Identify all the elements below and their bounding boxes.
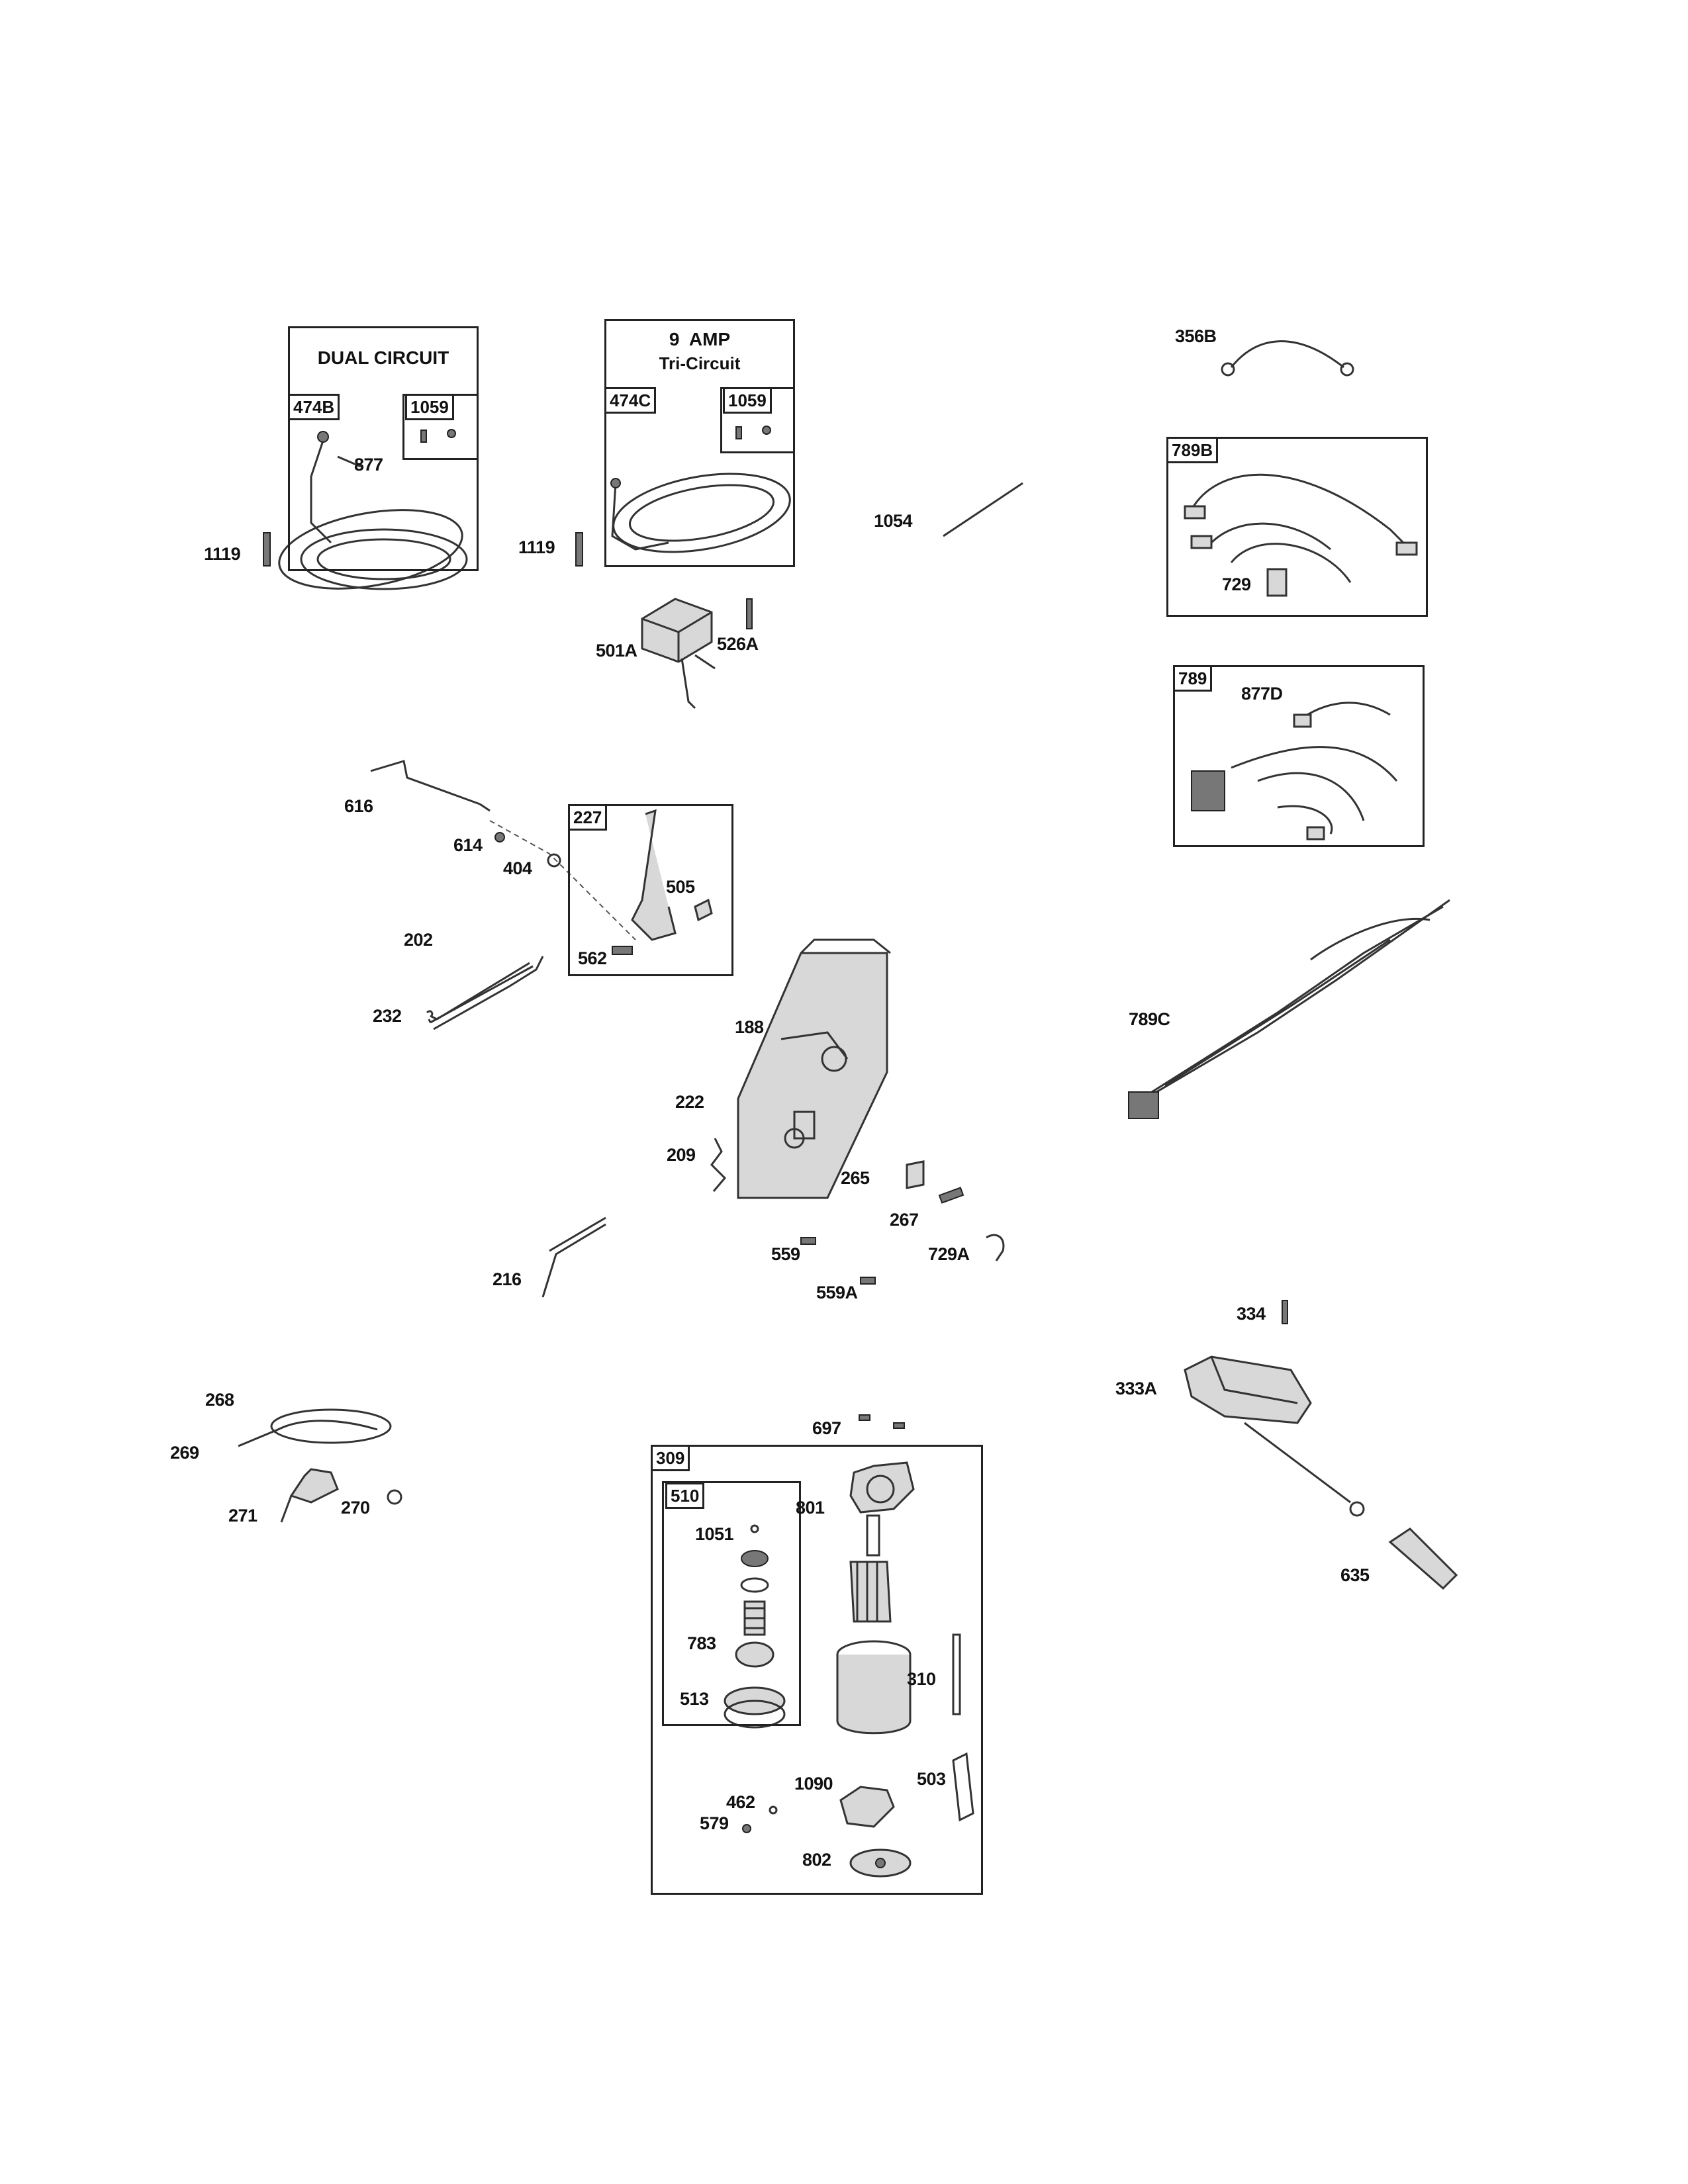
clip-265-drawing [906, 1160, 925, 1189]
label-635: 635 [1340, 1565, 1370, 1585]
stator-dual-circuit-drawing [278, 431, 468, 590]
screw-559-drawing [800, 1237, 816, 1245]
label-222: 222 [675, 1092, 704, 1112]
screw-559a-drawing [860, 1277, 876, 1285]
label-526a: 526A [717, 634, 759, 654]
spark-plug-boot-635-drawing [1388, 1527, 1458, 1590]
cable-268-drawing [238, 1420, 378, 1447]
regulator-501a-drawing [641, 598, 753, 709]
harness-789c-drawing [1128, 899, 1450, 1119]
label-562: 562 [578, 948, 607, 968]
tag-789: 789 [1173, 665, 1213, 692]
label-270: 270 [341, 1498, 370, 1518]
label-232: 232 [373, 1006, 402, 1026]
box-309 [651, 1445, 983, 1895]
label-616: 616 [344, 796, 373, 816]
harness-789-drawing [1191, 702, 1398, 841]
stator-tri-circuit-drawing [610, 473, 791, 553]
tag-1059-b: 1059 [723, 387, 772, 414]
label-559a: 559A [816, 1283, 858, 1302]
label-1119-b: 1119 [518, 537, 555, 557]
label-802: 802 [802, 1850, 831, 1870]
dual-circuit-title: DUAL CIRCUIT [317, 347, 449, 368]
label-877: 877 [354, 455, 383, 475]
lever-227-drawing [612, 809, 713, 955]
label-404: 404 [503, 858, 532, 878]
box-789 [1173, 665, 1425, 847]
box-510 [662, 1481, 801, 1726]
cable-tie-1054-drawing [943, 482, 1023, 537]
label-267: 267 [890, 1210, 919, 1230]
label-877d: 877D [1241, 684, 1283, 704]
label-462: 462 [726, 1792, 755, 1812]
label-789c: 789C [1129, 1009, 1170, 1029]
label-559: 559 [771, 1244, 800, 1264]
tag-510: 510 [665, 1482, 705, 1509]
tri-circuit-title-line1: 9 AMP [669, 329, 731, 349]
label-801: 801 [796, 1498, 825, 1518]
label-783: 783 [687, 1633, 716, 1653]
label-202: 202 [404, 930, 433, 950]
label-729: 729 [1222, 574, 1251, 594]
box-789b [1166, 437, 1428, 617]
label-216: 216 [492, 1269, 522, 1289]
label-505: 505 [666, 877, 695, 897]
label-729a: 729A [928, 1244, 970, 1264]
screw-334-drawing [1282, 1300, 1288, 1324]
screw-1059-drawing-a [420, 429, 456, 443]
rod-202-drawing [433, 956, 544, 1030]
link-216-drawing [541, 1223, 606, 1298]
label-356b: 356B [1175, 326, 1217, 346]
tri-circuit-title-line2: Tri-Circuit [659, 353, 741, 373]
lever-271-drawing [289, 1468, 339, 1504]
terminal-729a-drawing [986, 1234, 1005, 1261]
label-268: 268 [205, 1390, 234, 1410]
label-1051: 1051 [695, 1524, 734, 1544]
label-503: 503 [917, 1769, 946, 1789]
spring-209-drawing [710, 1138, 727, 1192]
screw-1119-drawing-b [575, 532, 583, 567]
nut-270-drawing [387, 1489, 402, 1505]
tag-474c: 474C [604, 387, 657, 414]
label-310: 310 [907, 1669, 936, 1689]
tag-789b: 789B [1166, 437, 1219, 463]
tag-1059-a: 1059 [405, 394, 454, 420]
screw-697-drawing [859, 1414, 870, 1421]
screw-1119-drawing-a [263, 532, 271, 567]
ground-wire-356b-drawing [1230, 340, 1344, 369]
linkage-616-drawing [370, 760, 636, 940]
label-333a: 333A [1115, 1379, 1157, 1398]
label-501a: 501A [596, 641, 637, 660]
label-188: 188 [735, 1017, 764, 1037]
harness-789b-drawing [1184, 473, 1418, 597]
label-271: 271 [228, 1506, 258, 1525]
label-579: 579 [700, 1813, 729, 1833]
label-697: 697 [812, 1418, 841, 1438]
armature-333a-drawing [1184, 1355, 1365, 1517]
label-334: 334 [1237, 1304, 1266, 1324]
screw-267-drawing [938, 1187, 964, 1204]
label-1090: 1090 [794, 1774, 833, 1794]
label-209: 209 [667, 1145, 696, 1165]
box-227 [568, 804, 733, 976]
starter-motor-drawing [742, 1461, 974, 1878]
label-1119-a: 1119 [204, 544, 241, 564]
label-269: 269 [170, 1443, 199, 1463]
tag-309: 309 [651, 1445, 690, 1471]
drive-kit-510-drawing [724, 1524, 786, 1729]
tag-474b: 474B [288, 394, 340, 420]
screw-1059-drawing-b [735, 426, 771, 439]
label-1054: 1054 [874, 511, 913, 531]
label-614: 614 [453, 835, 483, 855]
label-265: 265 [841, 1168, 870, 1188]
tag-227: 227 [568, 804, 608, 831]
control-bracket-222-drawing [737, 938, 891, 1199]
label-513: 513 [680, 1689, 709, 1709]
